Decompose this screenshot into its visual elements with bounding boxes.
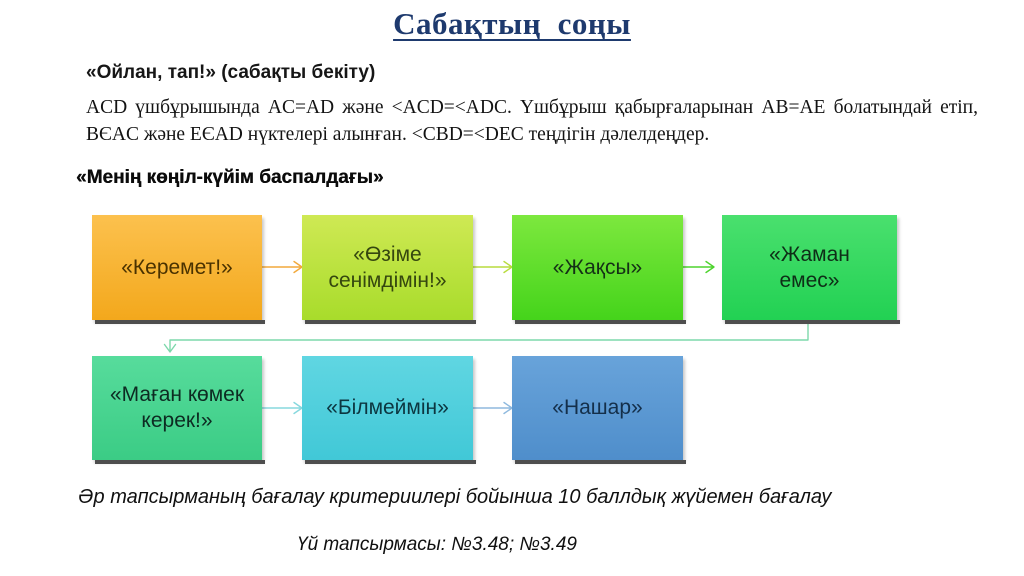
mood-box-label: «Керемет!» [121, 255, 233, 279]
grading-note: Әр тапсырманың бағалау критериилері бойы… [78, 486, 832, 508]
mood-box-nashar: «Нашар» [512, 356, 686, 464]
arrow-keremet-to-ozime-icon [261, 260, 303, 274]
slide-title: Сабақтың соңы [393, 6, 631, 41]
mood-box-magan-komek-kerek: «Маған көмек керек!» [92, 356, 265, 464]
mood-ladder-heading: «Менің көңіл-күйім баспалдағы» [76, 167, 384, 188]
problem-text: ACD үшбұрышында AC=AD және <ACD=<ADC. Үш… [86, 94, 978, 148]
arrow-bilmeimin-to-nashar-icon [472, 401, 513, 415]
arrow-zhaqsy-to-zhaman-icon [682, 260, 715, 274]
problem-line-2: BЄAC және EЄAD нүктелері алынған. <CBD=<… [86, 124, 710, 145]
homework-note: Үй тапсырмасы: №3.48; №3.49 [297, 534, 577, 555]
arrow-magan-to-bilmeimin-icon [261, 401, 303, 415]
arrow-ozime-to-zhaqsy-icon [472, 260, 513, 274]
connector-zhaman-to-magan-icon [163, 321, 809, 353]
mood-box-label: «Маған көмек керек!» [109, 383, 245, 432]
mood-box-zhaqsy: «Жақсы» [512, 215, 686, 324]
mood-box-label: «Жақсы» [552, 255, 643, 279]
mood-box-keremet: «Керемет!» [92, 215, 265, 324]
mood-box-ozime-senimdimin: «Өзіме сенімдімін!» [302, 215, 476, 324]
activity-heading: «Ойлан, тап!» (сабақты бекіту) [86, 62, 376, 83]
mood-box-label: «Өзіме сенімдімін!» [328, 242, 447, 292]
problem-line-1: ACD үшбұрышында AC=AD және <ACD=<ADC. Үш… [86, 97, 978, 118]
mood-box-label: «Нашар» [552, 396, 643, 419]
mood-box-label: «Білмеймін» [326, 396, 449, 419]
mood-box-label: «Жаман емес» [769, 242, 850, 292]
mood-box-zhaman-emes: «Жаман емес» [722, 215, 900, 324]
mood-box-bilmeimin: «Білмеймін» [302, 356, 476, 464]
